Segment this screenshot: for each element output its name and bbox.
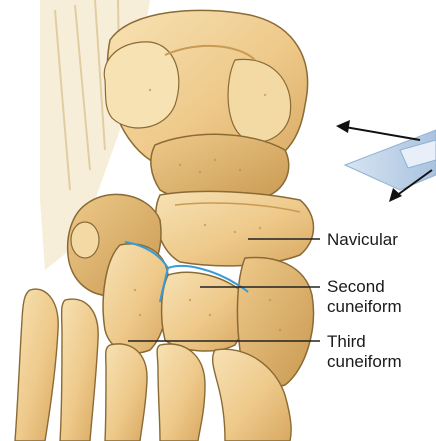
second-cuneiform-label-line1: Second [327, 277, 385, 296]
third-cuneiform-label-line2: cuneiform [327, 352, 402, 371]
third-cuneiform-label-line1: Third [327, 332, 366, 351]
second-cuneiform-bone [162, 272, 245, 351]
navicular-bone [156, 191, 314, 265]
second-cuneiform-label-line2: cuneiform [327, 297, 402, 316]
third-cuneiform-label: Third cuneiform [327, 332, 402, 371]
second-cuneiform-label: Second cuneiform [327, 277, 402, 316]
navicular-label: Navicular [327, 230, 398, 249]
third-cuneiform-bone [103, 244, 168, 353]
motion-arrows-icon [336, 120, 436, 202]
